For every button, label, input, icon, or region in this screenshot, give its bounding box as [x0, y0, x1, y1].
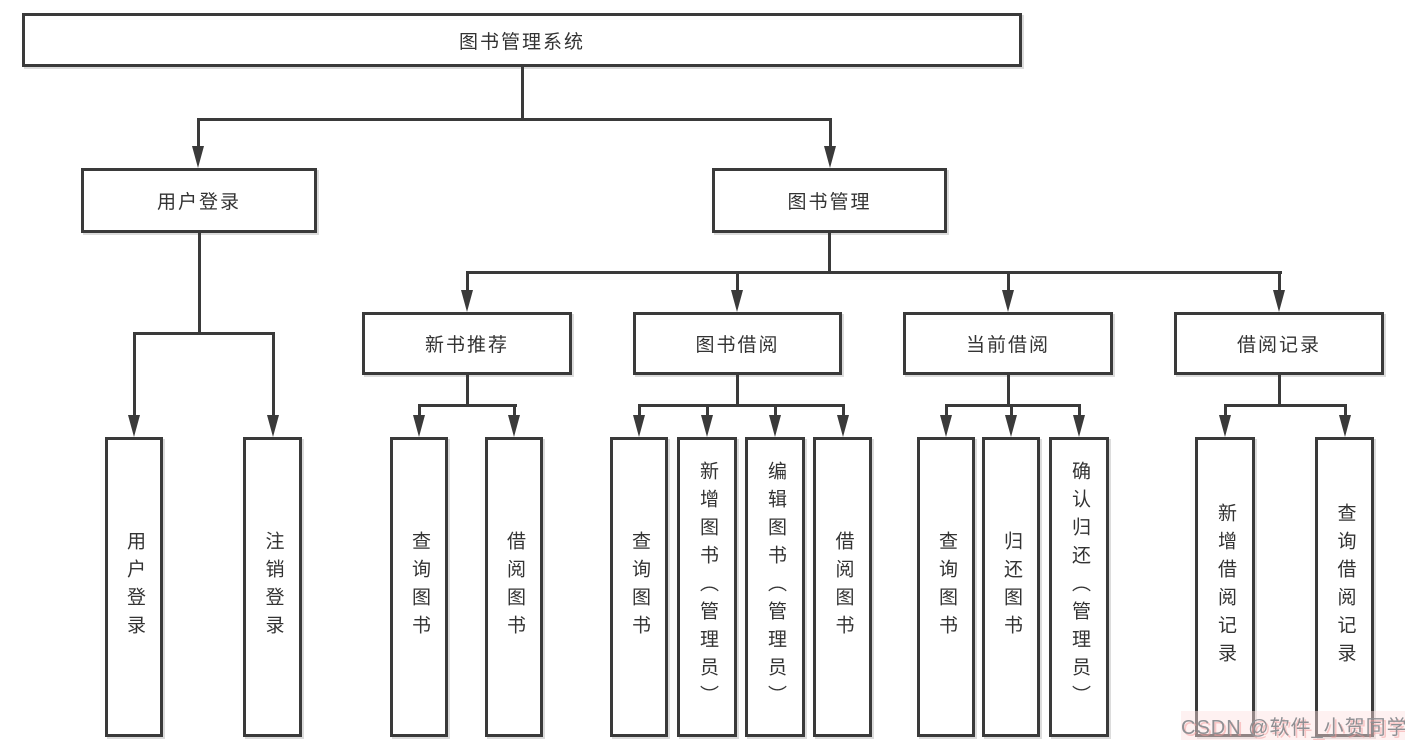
connector-book-borrow-stem [735, 375, 739, 404]
connector-borrow-record-rail [1223, 404, 1347, 407]
connector-bb-leaf4 [841, 404, 845, 415]
leaf-query-books-recommend: 查询图书 [390, 437, 448, 737]
connector-borrow-record-stem [1277, 375, 1281, 404]
connector-new-book-rail [417, 404, 517, 407]
node-book-management-system: 图书管理系统 [22, 13, 1022, 67]
arrowhead-bb-leaf2-icon [701, 415, 713, 437]
arrowhead-book-management-icon [824, 146, 836, 168]
leaf-logout: 注销登录 [243, 437, 302, 737]
leaf-query-books-current-label: 查询图书 [935, 531, 957, 643]
connector-nb-leaf1 [417, 404, 421, 415]
node-current-borrowing: 当前借阅 [903, 312, 1113, 375]
connector-new-book-stem [465, 375, 469, 404]
leaf-add-borrow-record-label: 新增借阅记录 [1214, 503, 1236, 671]
connector-to-current-borrow [1006, 271, 1010, 290]
arrowhead-cb-leaf2-icon [1005, 415, 1017, 437]
connector-user-login-rail [132, 332, 275, 335]
leaf-user-login: 用户登录 [105, 437, 163, 737]
leaf-user-login-label: 用户登录 [123, 531, 145, 643]
connector-cb-leaf1 [944, 404, 948, 415]
connector-current-borrow-rail [944, 404, 1081, 407]
node-borrowing-records: 借阅记录 [1174, 312, 1384, 375]
leaf-confirm-return-admin-label: 确认归还（管理员） [1068, 461, 1090, 713]
arrowhead-leaf-logout-icon [267, 415, 279, 437]
connector-bb-leaf3 [773, 404, 777, 415]
connector-cb-leaf3 [1077, 404, 1081, 415]
connector-user-login-stem [197, 233, 201, 332]
leaf-borrow-books: 借阅图书 [813, 437, 872, 737]
connector-to-borrow-record [1277, 271, 1281, 290]
connector-bb-leaf2 [705, 404, 709, 415]
connector-to-user-login [196, 118, 200, 146]
arrowhead-bb-leaf1-icon [633, 415, 645, 437]
node-new-book-recommend: 新书推荐 [362, 312, 572, 375]
connector-to-leaf-logout [271, 332, 275, 415]
arrowhead-nb-leaf1-icon [413, 415, 425, 437]
leaf-query-books-recommend-label: 查询图书 [408, 531, 430, 643]
arrowhead-borrow-record-icon [1273, 290, 1285, 312]
arrowhead-br-leaf1-icon [1219, 415, 1231, 437]
node-book-management: 图书管理 [712, 168, 947, 233]
arrowhead-bb-leaf4-icon [837, 415, 849, 437]
leaf-borrow-books-recommend-label: 借阅图书 [503, 531, 525, 643]
leaf-query-borrow-record-label: 查询借阅记录 [1334, 503, 1356, 671]
leaf-add-books-admin-label: 新增图书（管理员） [696, 461, 718, 713]
connector-root-rail [196, 118, 832, 121]
arrowhead-br-leaf2-icon [1339, 415, 1351, 437]
leaf-query-books-borrow-label: 查询图书 [628, 531, 650, 643]
connector-to-book-borrow [735, 271, 739, 290]
arrowhead-leaf-user-login-icon [128, 415, 140, 437]
connector-to-leaf-user-login [132, 332, 136, 415]
leaf-query-books-current: 查询图书 [917, 437, 975, 737]
leaf-logout-label: 注销登录 [262, 531, 284, 643]
node-user-login: 用户登录 [81, 168, 317, 233]
node-book-borrowing: 图书借阅 [633, 312, 842, 375]
arrowhead-nb-leaf2-icon [508, 415, 520, 437]
connector-to-new-book [465, 271, 469, 290]
arrowhead-new-book-icon [461, 290, 473, 312]
connector-nb-leaf2 [512, 404, 516, 415]
arrowhead-user-login-icon [192, 146, 204, 168]
leaf-borrow-books-recommend: 借阅图书 [485, 437, 543, 737]
leaf-edit-books-admin-label: 编辑图书（管理员） [764, 461, 786, 713]
leaf-add-books-admin: 新增图书（管理员） [677, 437, 737, 737]
arrowhead-current-borrow-icon [1002, 290, 1014, 312]
arrowhead-bb-leaf3-icon [769, 415, 781, 437]
leaf-return-books-label: 归还图书 [1000, 531, 1022, 643]
arrowhead-cb-leaf3-icon [1073, 415, 1085, 437]
connector-br-leaf1 [1223, 404, 1227, 415]
arrowhead-book-borrow-icon [731, 290, 743, 312]
connector-book-mgmt-stem [827, 233, 831, 271]
connector-book-mgmt-rail [465, 271, 1282, 274]
leaf-return-books: 归还图书 [982, 437, 1040, 737]
leaf-borrow-books-label: 借阅图书 [832, 531, 854, 643]
leaf-edit-books-admin: 编辑图书（管理员） [745, 437, 805, 737]
connector-cb-leaf2 [1009, 404, 1013, 415]
connector-to-book-management [828, 118, 832, 146]
leaf-query-borrow-record: 查询借阅记录 [1315, 437, 1374, 737]
leaf-add-borrow-record: 新增借阅记录 [1195, 437, 1255, 737]
leaf-confirm-return-admin: 确认归还（管理员） [1049, 437, 1109, 737]
connector-book-borrow-rail [637, 404, 845, 407]
connector-root-stem [520, 67, 524, 118]
connector-br-leaf2 [1343, 404, 1347, 415]
connector-bb-leaf1 [637, 404, 641, 415]
arrowhead-cb-leaf1-icon [940, 415, 952, 437]
csdn-watermark: CSDN @软件_小贺同学 [1181, 711, 1405, 740]
leaf-query-books-borrow: 查询图书 [610, 437, 668, 737]
connector-current-borrow-stem [1006, 375, 1010, 404]
